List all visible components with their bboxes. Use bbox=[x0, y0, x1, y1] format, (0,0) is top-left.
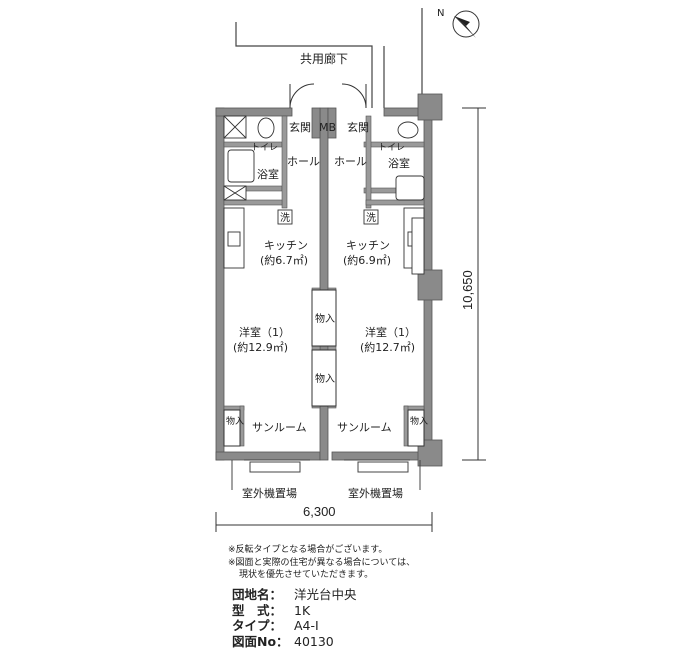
property-info: 団地名： 洋光台中央 型 式： 1K タイプ： A4-I 図面No： 40130 bbox=[232, 587, 357, 649]
info-label: タイプ： bbox=[232, 618, 283, 633]
western-right-area: (約12.7㎡) bbox=[360, 340, 415, 354]
kitchen-left-area: (約6.7㎡) bbox=[260, 253, 308, 267]
mb-label: MB bbox=[319, 121, 336, 134]
info-label: 図面No： bbox=[232, 633, 289, 649]
closet-right-small-label: 物入 bbox=[410, 415, 428, 427]
height-dimension: 10,650 bbox=[460, 270, 475, 310]
closets bbox=[223, 289, 425, 447]
sunroom-right-label: サンルーム bbox=[337, 421, 392, 434]
info-value: A4-I bbox=[294, 618, 319, 633]
info-value: 40130 bbox=[294, 633, 334, 649]
info-row-taipu: タイプ： A4-I bbox=[232, 618, 357, 634]
wash-right-label: 洗 bbox=[366, 212, 376, 224]
bath-right-label: 浴室 bbox=[388, 156, 410, 170]
width-dimension: 6,300 bbox=[303, 504, 336, 519]
notes: ※反転タイプとなる場合がございます。 ※図面と実際の住宅が異なる場合については、… bbox=[228, 544, 415, 582]
toilet-left-label: トイレ bbox=[251, 143, 278, 153]
genkan-right-label: 玄関 bbox=[347, 120, 369, 134]
info-row-danchi: 団地名： 洋光台中央 bbox=[232, 587, 357, 603]
outdoor-unit-right-label: 室外機置場 bbox=[348, 486, 403, 500]
note-line: ※図面と実際の住宅が異なる場合については、 bbox=[228, 557, 416, 568]
info-value: 洋光台中央 bbox=[294, 587, 357, 602]
bath-left-label: 浴室 bbox=[257, 167, 279, 181]
wash-left-label: 洗 bbox=[280, 212, 290, 224]
hall-right-label: ホール bbox=[334, 155, 367, 168]
info-label: 団地名： bbox=[232, 587, 283, 602]
info-label: 型 式： bbox=[232, 602, 283, 618]
north-compass-icon: N bbox=[437, 8, 480, 38]
interior-walls bbox=[223, 115, 425, 447]
outer-walls bbox=[215, 93, 443, 467]
outdoor-unit-left-label: 室外機置場 bbox=[242, 486, 297, 500]
kitchen-right-label: キッチン bbox=[346, 239, 390, 252]
dimension-lines bbox=[215, 107, 486, 532]
sunroom-left-label: サンルーム bbox=[252, 421, 307, 434]
western-left-area: (約12.9㎡) bbox=[233, 340, 288, 354]
genkan-left-label: 玄関 bbox=[289, 120, 311, 134]
toilet-right-label: トイレ bbox=[378, 143, 405, 153]
western-left-label: 洋室（1） bbox=[239, 325, 290, 339]
closet-bottom-label: 物入 bbox=[315, 372, 335, 385]
fixtures bbox=[223, 115, 425, 275]
compass-label: N bbox=[437, 8, 444, 19]
hall-left-label: ホール bbox=[287, 155, 320, 168]
kitchen-right-area: (約6.9㎡) bbox=[343, 253, 391, 267]
closet-left-small-label: 物入 bbox=[226, 415, 244, 427]
kitchen-left-label: キッチン bbox=[264, 239, 308, 252]
note-line: ※反転タイプとなる場合がございます。 bbox=[228, 545, 388, 555]
western-right-label: 洋室（1） bbox=[365, 325, 416, 339]
info-row-type: 型 式： 1K bbox=[232, 603, 357, 619]
info-value: 1K bbox=[294, 602, 311, 618]
corridor-label: 共用廊下 bbox=[300, 51, 348, 66]
info-row-zumen: 図面No： 40130 bbox=[232, 634, 357, 650]
sunroom-windows bbox=[231, 459, 421, 490]
note-line: 現状を優先させていただきます。 bbox=[239, 570, 374, 580]
entrance-doors bbox=[289, 83, 367, 109]
closet-top-label: 物入 bbox=[315, 312, 335, 325]
